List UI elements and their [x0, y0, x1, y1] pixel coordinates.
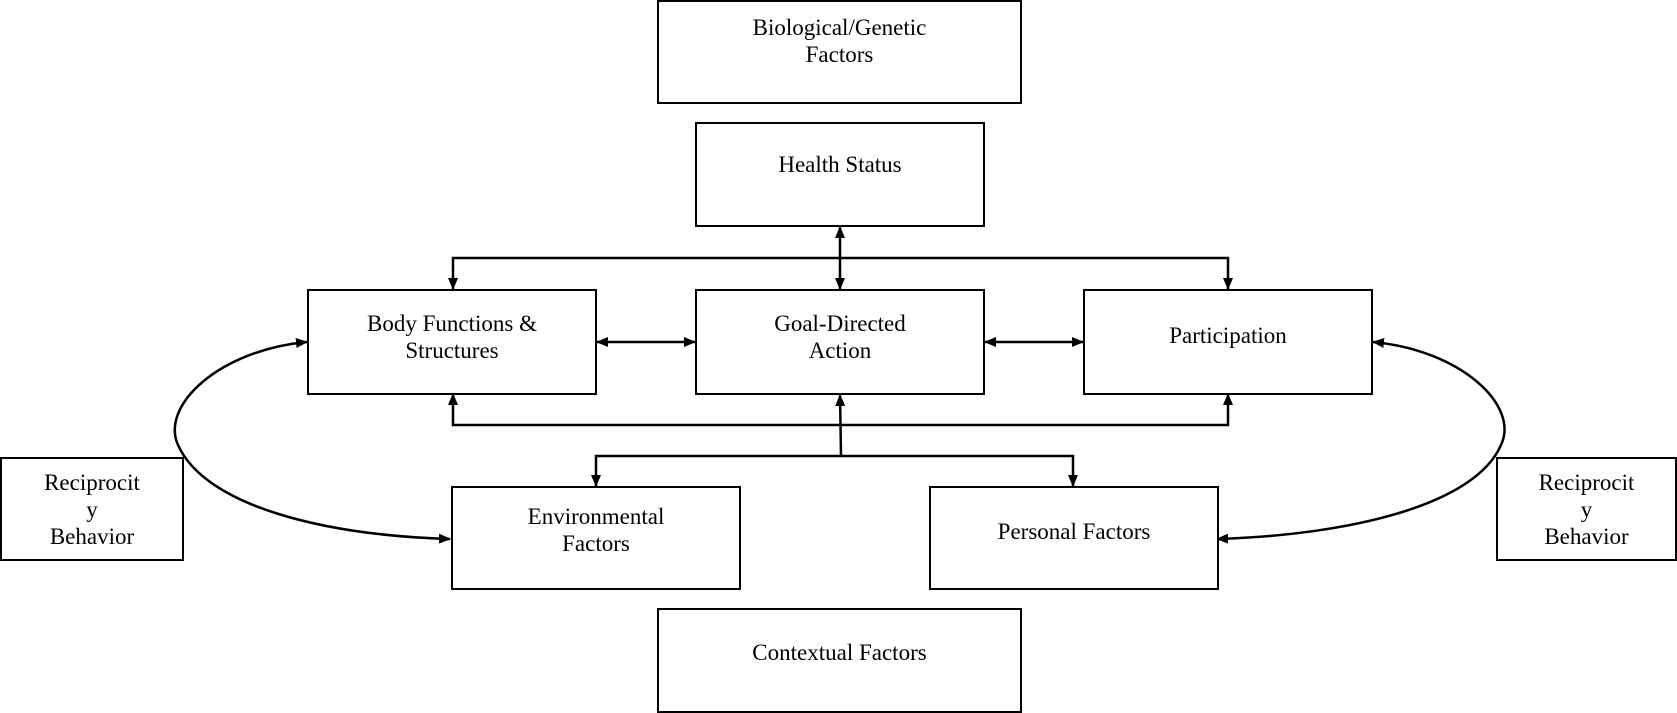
right-reciprocity-curve	[1216, 338, 1506, 544]
biological-genetic-factors-box: Biological/Genetic Factors	[657, 0, 1022, 104]
participation-label: Participation	[1169, 322, 1287, 348]
participation-box: Participation	[1083, 289, 1373, 395]
contextual-factors-box: Contextual Factors	[657, 608, 1022, 713]
personal-factors-box: Personal Factors	[929, 486, 1219, 590]
top-bus-connector	[448, 256, 1233, 290]
contextual-factors-label: Contextual Factors	[752, 640, 927, 665]
biological-genetic-factors-label: Biological/Genetic Factors	[752, 15, 927, 67]
health-status-label: Health Status	[778, 152, 902, 177]
goal-directed-action-label: Goal-Directed Action	[774, 311, 906, 363]
left-reciprocity-curve	[173, 338, 451, 544]
reciprocity-behavior-right-label: Reciprocit y Behavior	[1538, 469, 1635, 549]
personal-factors-label: Personal Factors	[997, 518, 1151, 544]
environmental-factors-label: Environmental Factors	[527, 504, 665, 556]
environmental-factors-box: Environmental Factors	[451, 486, 741, 590]
context-goal-arrow	[835, 394, 846, 457]
reciprocity-behavior-left-box: Reciprocit y Behavior	[0, 457, 184, 561]
reciprocity-behavior-right-box: Reciprocit y Behavior	[1496, 457, 1677, 561]
goal-directed-action-box: Goal-Directed Action	[695, 289, 985, 395]
body-functions-structures-box: Body Functions & Structures	[307, 289, 597, 395]
reciprocity-behavior-left-label: Reciprocit y Behavior	[44, 469, 140, 549]
context-split-connector	[591, 454, 1078, 487]
health-status-box: Health Status	[695, 122, 985, 227]
body-functions-structures-label: Body Functions & Structures	[367, 311, 537, 363]
